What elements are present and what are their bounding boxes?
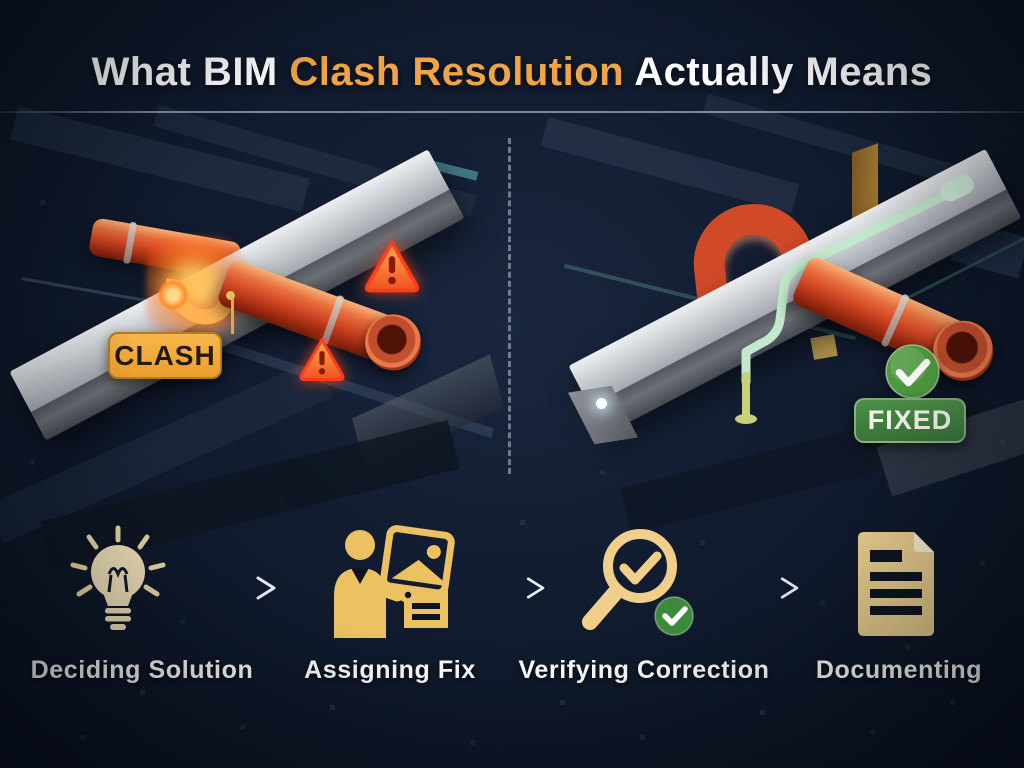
warning-triangle-icon [299,338,345,381]
title-highlight: Clash Resolution [289,50,625,94]
title-divider-line [0,111,1024,113]
clash-hotspot [158,280,188,310]
document-icon [858,532,934,636]
title-suffix: Actually Means [624,50,933,94]
lightbulb-icon [70,525,166,630]
warning-triangle-icon [364,240,420,293]
step-label: Assigning Fix [304,656,476,684]
magnifier-check-icon [582,529,694,636]
step-label: Verifying Correction [518,656,770,684]
dashed-arrow-right-icon [717,577,799,599]
fixed-badge: FIXED [854,398,966,443]
background-speckles [0,0,5,5]
dashed-arrow-right-icon [188,576,276,600]
worker-clipboard-icon [334,525,455,638]
title-prefix: What BIM [91,50,290,94]
badge-leader-dot [226,291,235,300]
clash-badge: CLASH [108,332,222,379]
panel-divider-dashed-line [508,138,511,474]
light-glint [596,398,607,409]
page-title: What BIM Clash Resolution Actually Means [0,50,1024,95]
step-label: Documenting [815,656,983,684]
step-label: Deciding Solution [30,656,254,684]
badge-leader-line [231,299,234,334]
check-circle-icon [884,343,941,400]
dashed-arrow-right-icon [463,577,545,599]
